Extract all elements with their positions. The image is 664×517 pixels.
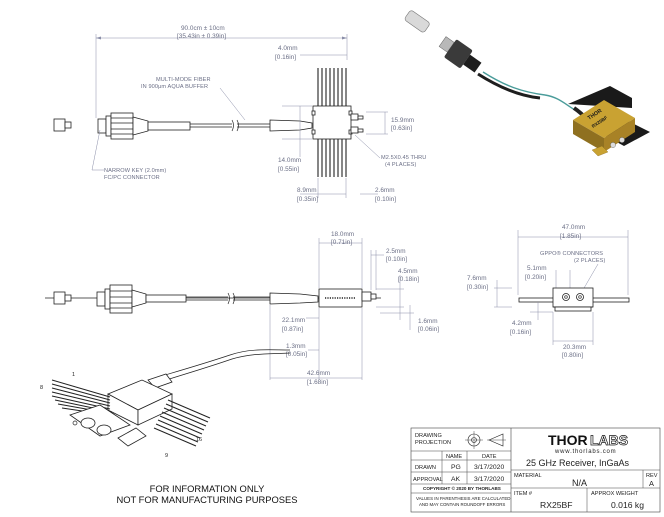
disclaimer-line-2: NOT FOR MANUFACTURING PURPOSES	[116, 494, 298, 505]
pin-label-9: 9	[165, 453, 168, 459]
projection-label-2: PROJECTION	[415, 440, 451, 446]
dim-bottom-a: 8.9mm	[297, 187, 317, 194]
isometric-view: 1 8 16 9	[40, 349, 291, 459]
fiber-note-1: MULTI-MODE FIBER	[156, 77, 211, 83]
title-block: DRAWING PROJECTION NAME DATE DRAWN PG 3/…	[410, 427, 661, 513]
side-dust-cap	[53, 291, 66, 305]
cable-length-dim-in: [35.43in ± 0.39in]	[177, 33, 226, 40]
dim-left: 14.0mm	[278, 157, 301, 164]
connector-note-1: NARROW KEY (2.0mm)	[104, 168, 166, 174]
fiber-boot	[269, 119, 313, 132]
strain-relief	[147, 121, 191, 131]
approval-date: 3/17/2020	[474, 476, 504, 483]
render-dust-cap	[404, 10, 430, 33]
side-dim-c-in: [0.18in]	[398, 276, 419, 283]
side-dim-e-in: [0.87in]	[282, 326, 303, 333]
dim-bottom-a-in: [0.35in]	[297, 196, 318, 203]
side-dim-a: 18.0mm	[331, 231, 354, 238]
end-dim-c: 20.3mm	[563, 344, 586, 351]
pin-label-16: 16	[196, 437, 202, 443]
end-dim-b: 4.2mm	[512, 320, 532, 327]
fiber-note-2: IN 900μm AQUA BUFFER	[141, 84, 208, 90]
col-name: NAME	[446, 454, 462, 460]
cable-length-dim: 90.0cm ± 10cm	[181, 25, 225, 32]
col-date: DATE	[482, 454, 497, 460]
approval-name: AK	[451, 476, 461, 483]
render-fc-connector	[438, 36, 482, 73]
fc-connector-ferrule	[97, 118, 107, 134]
drawn-name: PG	[451, 464, 461, 471]
side-view: 18.0mm [0.71in] 2.5mm [0.10in] 4.5mm [0.…	[45, 231, 439, 386]
gppo-note-1: GPPO® CONNECTORS	[540, 250, 603, 257]
end-dim-width-in: [1.85in]	[560, 233, 581, 240]
top-view: 90.0cm ± 10cm [35.43in ± 0.39in]	[53, 25, 426, 203]
side-dim-a-in: [0.71in]	[331, 239, 352, 246]
fc-connector-body	[110, 112, 134, 140]
dim-top-in: [0.16in]	[275, 54, 296, 61]
dim-top: 4.0mm	[278, 45, 298, 52]
pin-label-1: 1	[72, 372, 75, 378]
dim-left-in: [0.55in]	[278, 166, 299, 173]
thru-note-1: M2.5X0.45 THRU	[381, 155, 426, 161]
end-dim-height: 7.6mm	[467, 275, 487, 282]
item-label: ITEM #	[514, 491, 533, 497]
side-dim-b: 2.5mm	[386, 248, 406, 255]
logo-text-1: THOR	[548, 432, 588, 448]
rev-label: REV	[646, 473, 658, 479]
rev-value: A	[649, 479, 654, 488]
material-value: N/A	[572, 478, 587, 488]
end-dim-c-in: [0.80in]	[562, 352, 583, 359]
third-angle-projection-icon	[465, 431, 506, 449]
side-dim-d-in: [0.06in]	[418, 326, 439, 333]
item-value: RX25BF	[540, 500, 572, 510]
side-dim-g: 42.6mm	[307, 370, 330, 377]
website: www.thorlabs.com	[554, 449, 616, 455]
product-description: 25 GHz Receiver, InGaAs	[526, 458, 630, 468]
render-package-top	[573, 100, 635, 138]
dim-bottom-b-in: [0.10in]	[375, 196, 396, 203]
gppo-note-2: (2 PLACES)	[574, 258, 606, 264]
disclaimer: FOR INFORMATION ONLY NOT FOR MANUFACTURI…	[92, 483, 322, 505]
copyright: COPYRIGHT © 2020 BY THORLABS	[423, 485, 501, 491]
weight-value: 0.016 kg	[611, 500, 644, 510]
rounding-note-1: VALUES IN PARENTHESIS ARE CALCULATED	[416, 496, 510, 501]
side-dim-d: 1.6mm	[418, 318, 438, 325]
package-pins	[317, 68, 347, 177]
pin-label-8: 8	[40, 385, 43, 391]
side-dim-g-in: [1.68in]	[307, 379, 328, 386]
dim-right-in: [0.63in]	[391, 125, 412, 132]
side-dim-f: 1.3mm	[286, 343, 306, 350]
package-body	[312, 105, 352, 140]
row-drawn: DRAWN	[415, 465, 436, 471]
projection-label-1: DRAWING	[415, 433, 442, 439]
dust-cap	[53, 118, 66, 132]
end-package-body	[552, 287, 594, 308]
dim-bottom-b: 2.6mm	[375, 187, 395, 194]
weight-label: APPROX WEIGHT	[591, 491, 639, 497]
connector-note-2: FC/PC CONNECTOR	[104, 175, 160, 181]
side-dim-b-in: [0.10in]	[386, 256, 407, 263]
end-dim-width: 47.0mm	[562, 224, 585, 231]
side-dim-c: 4.5mm	[398, 268, 418, 275]
end-dim-height-in: [0.30in]	[467, 284, 488, 291]
product-render: THOR RX25BF	[404, 10, 650, 157]
dim-right: 15.9mm	[391, 117, 414, 124]
end-view: 47.0mm [1.85in] GPPO® CONNECTORS (2 PLAC…	[467, 224, 630, 359]
side-dim-f-in: [0.05in]	[286, 351, 307, 358]
end-dim-a-in: [0.20in]	[525, 274, 546, 281]
end-dim-a: 5.1mm	[527, 265, 547, 272]
drawn-date: 3/17/2020	[474, 464, 504, 471]
row-approval: APPROVAL	[413, 477, 443, 483]
thru-note-2: (4 PLACES)	[385, 162, 417, 168]
rounding-note-2: AND MAY CONTAIN ROUNDOFF ERRORS	[419, 502, 505, 507]
side-dim-e: 22.1mm	[282, 317, 305, 324]
logo-text-2: LABS	[590, 432, 628, 448]
side-fc-connector	[109, 284, 133, 314]
end-dim-b-in: [0.16in]	[510, 329, 531, 336]
material-label: MATERIAL	[514, 473, 542, 479]
disclaimer-line-1: FOR INFORMATION ONLY	[149, 483, 265, 494]
thorlabs-logo: THOR LABS	[548, 432, 628, 449]
